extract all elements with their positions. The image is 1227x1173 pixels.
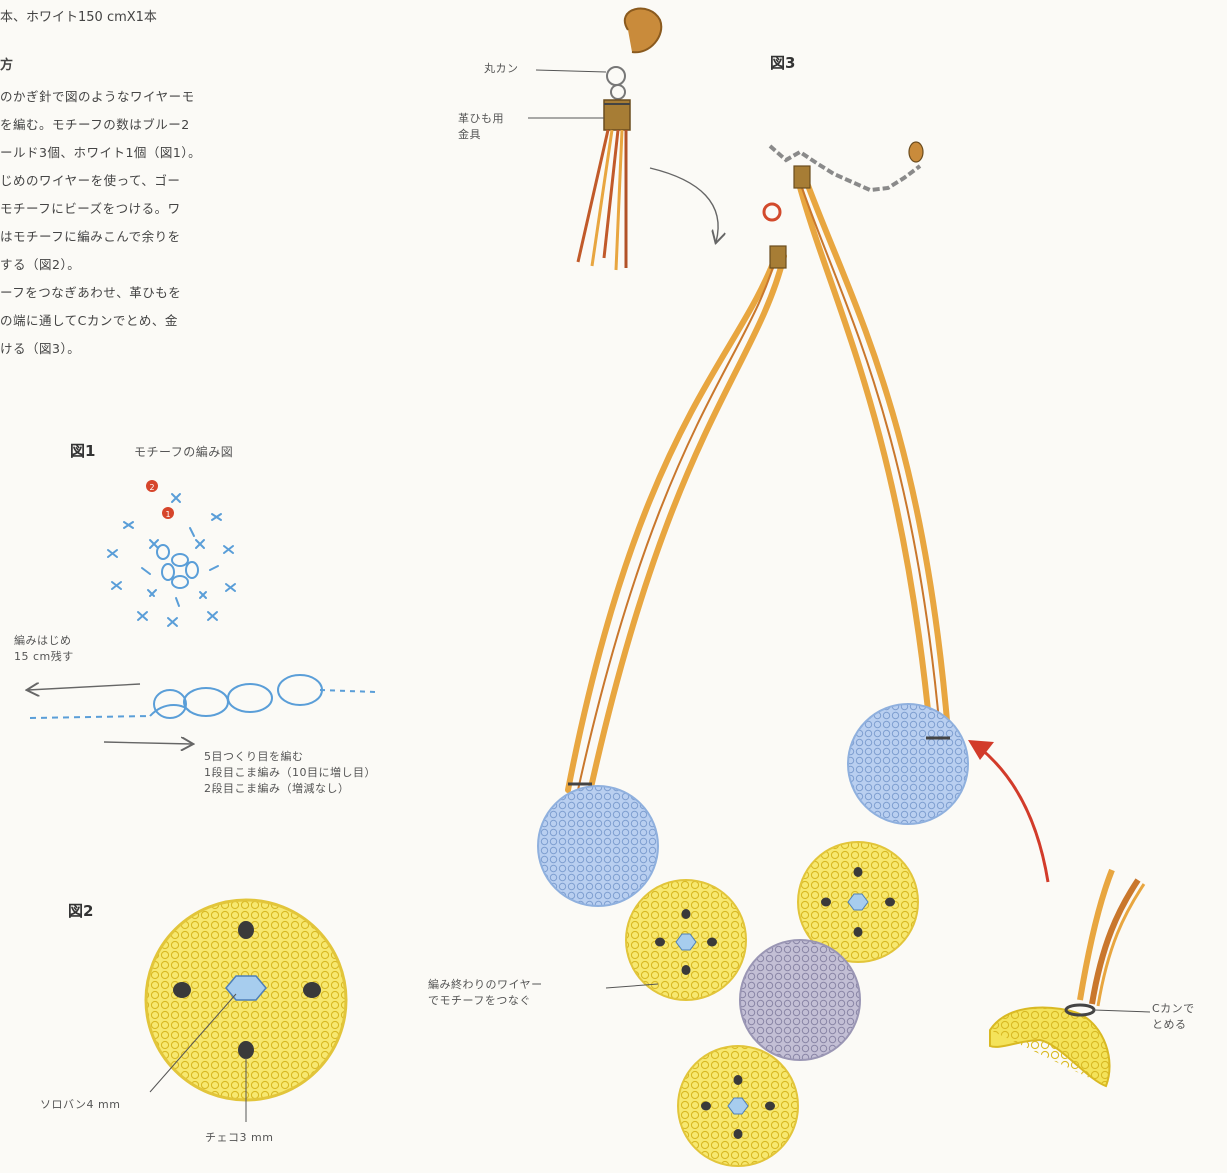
badge-2: 2	[149, 483, 154, 492]
blue-motif-left	[538, 786, 658, 906]
badge-1: 1	[165, 510, 170, 519]
czech-bead	[303, 982, 321, 998]
gold-motif-detail	[146, 900, 346, 1122]
blue-motif-right	[848, 704, 968, 824]
chain-ring	[157, 545, 198, 588]
lobster-clasp-tassel	[528, 9, 718, 270]
czech-bead	[238, 921, 254, 939]
gold-motif-c	[678, 1046, 798, 1166]
red-arrow	[968, 740, 1048, 882]
gold-motif-a	[626, 880, 746, 1000]
white-motif	[740, 940, 860, 1060]
foundation-chain	[30, 675, 376, 718]
chain-direction-arrows	[28, 684, 192, 744]
round-number-badges: 2 1	[146, 480, 174, 519]
necklace-cords	[568, 180, 948, 792]
czech-bead	[173, 982, 191, 998]
clasp-hardware	[764, 142, 923, 268]
c-ring-detail	[990, 870, 1150, 1086]
czech-bead	[238, 1041, 254, 1059]
